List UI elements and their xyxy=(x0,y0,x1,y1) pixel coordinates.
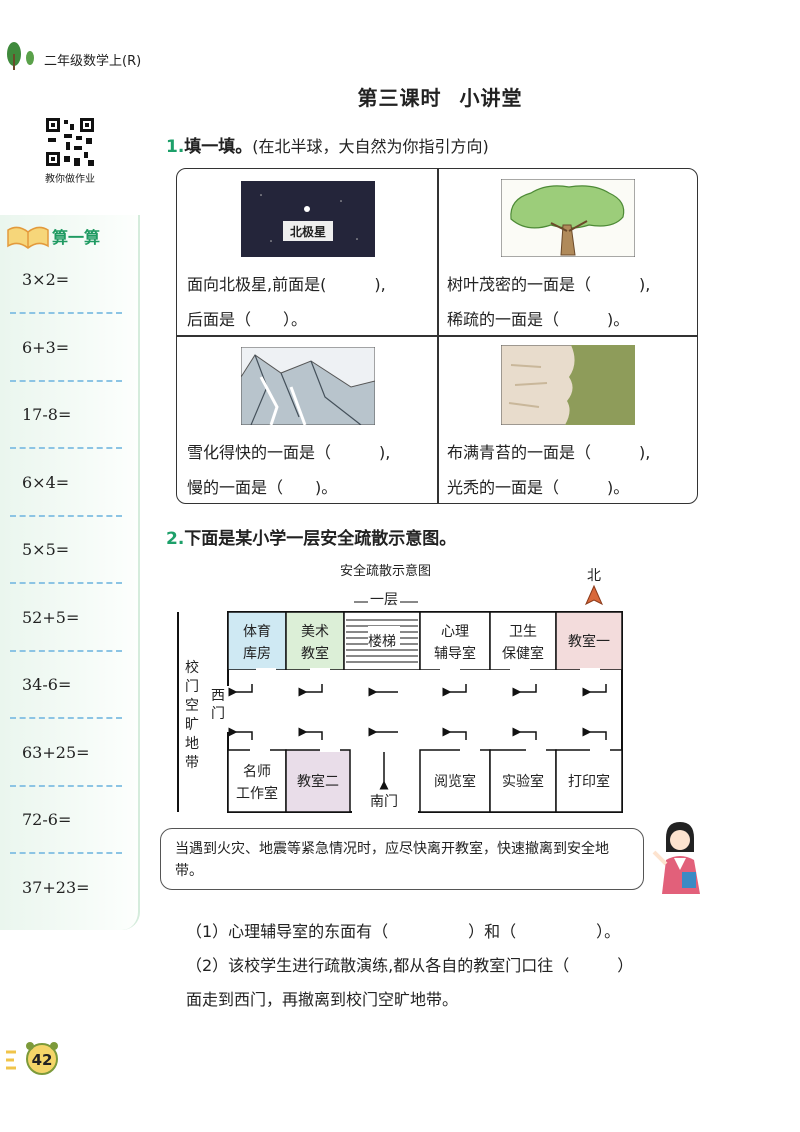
calc-separator xyxy=(10,852,122,854)
south-gate-label: 南门 xyxy=(370,794,398,810)
north-label: 北 xyxy=(587,568,601,584)
cell-3-line-2: 慢的一面是（ )。 xyxy=(187,478,338,497)
book-title: 二年级数学上(R) xyxy=(44,54,142,69)
map-title: 安全疏散示意图 xyxy=(340,564,432,579)
direction-grid: 北极星 面向北极星,前面是( ), 后面是（ ）。 树叶茂密的一面是（ ), 稀… xyxy=(176,168,698,504)
room-label: 保健室 xyxy=(502,645,544,662)
open-area-char: 空 xyxy=(185,698,199,714)
question-1-heading: 1.填一填。(在北半球，大自然为你指引方向) xyxy=(166,137,489,157)
open-area-char: 带 xyxy=(185,755,199,771)
cell-3-line-1: 雪化得快的一面是（ ), xyxy=(187,443,391,462)
west-gate-label: 西门 xyxy=(211,688,225,722)
snow-mountain-picture xyxy=(241,347,375,425)
room-label: 实验室 xyxy=(502,773,544,790)
open-area-char: 地 xyxy=(185,736,199,752)
calc-item: 6×4= xyxy=(22,472,70,492)
room-label: 打印室 xyxy=(568,773,610,790)
room-label: 体育 xyxy=(243,624,271,640)
polaris-picture: 北极星 xyxy=(241,181,375,257)
calc-item: 52+5= xyxy=(22,607,80,627)
west-gate-char: 西 xyxy=(211,688,225,704)
cell-4-line-1: 布满青苔的一面是（ ), xyxy=(447,443,651,462)
calc-separator xyxy=(10,649,122,652)
cell-1-line-2: 后面是（ ）。 xyxy=(187,310,308,329)
sidebar-heading: 算一算 xyxy=(52,228,101,247)
sub-question-2-line-2: 面走到西门，再撤离到校门空旷地带。 xyxy=(186,990,459,1009)
sub-question-1: （1）心理辅导室的东面有（ ）和（ ）。 xyxy=(186,922,621,941)
room-label: 名师 xyxy=(243,764,271,780)
room-label: 楼梯 xyxy=(368,634,396,650)
tree-leaf-icon xyxy=(7,42,34,70)
calc-separator xyxy=(10,717,122,719)
room-label: 教室二 xyxy=(297,773,339,790)
calc-separator xyxy=(10,784,122,787)
room-label: 辅导室 xyxy=(434,645,476,662)
page-title: 第三课时小讲堂 xyxy=(357,86,523,110)
calc-item: 63+25= xyxy=(22,742,90,762)
tree-picture xyxy=(501,179,635,257)
open-area-char: 旷 xyxy=(185,717,199,733)
page-number-badge: 42 xyxy=(6,1042,58,1075)
room-label: 库房 xyxy=(243,646,271,662)
calc-item: 5×5= xyxy=(22,540,70,559)
calc-item: 72-6= xyxy=(22,810,72,829)
calc-item: 3×2= xyxy=(22,270,70,289)
page-number: 42 xyxy=(32,1051,53,1069)
calc-item: 37+23= xyxy=(22,877,90,897)
calc-separator xyxy=(10,379,122,382)
open-area-char: 校 xyxy=(185,659,199,676)
sub-question-2-line-1: （2）该校学生进行疏散演练,都从各自的教室门口往（ ） xyxy=(186,956,634,975)
cell-2-line-2: 稀疏的一面是（ )。 xyxy=(447,310,630,329)
question-2-heading: 2.下面是某小学一层安全疏散示意图。 xyxy=(166,529,457,549)
calc-item: 17-8= xyxy=(22,405,72,424)
open-area-label: 校门空旷地带 xyxy=(185,659,199,771)
north-arrow-icon xyxy=(584,584,604,606)
calc-item: 6+3= xyxy=(22,337,70,357)
floor-label: 一层 xyxy=(370,592,398,608)
open-book-icon xyxy=(7,226,49,249)
polaris-label: 北极星 xyxy=(290,224,326,239)
room-label: 心理 xyxy=(441,624,469,640)
qr-caption: 教你做作业 xyxy=(45,174,95,185)
sidebar-panel xyxy=(0,215,140,930)
calc-separator xyxy=(10,447,122,449)
safety-note: 当遇到火灾、地震等紧急情况时，应尽快离开教室，快速撤离到安全地带。 xyxy=(160,828,644,890)
calc-separator xyxy=(10,312,122,314)
room-label: 教室一 xyxy=(568,633,610,650)
room-label: 工作室 xyxy=(236,785,278,802)
west-gate-char: 门 xyxy=(211,706,225,722)
evacuation-map: 北 一层 xyxy=(177,568,623,814)
qr-code-icon[interactable] xyxy=(44,116,96,168)
room-label: 教室 xyxy=(301,645,329,662)
calc-separator xyxy=(10,582,122,584)
moss-wall-picture xyxy=(501,345,635,425)
open-area-char: 门 xyxy=(185,679,199,695)
teacher-illustration xyxy=(652,822,700,894)
room-label: 阅览室 xyxy=(434,773,476,790)
cell-2-line-1: 树叶茂密的一面是（ ), xyxy=(447,275,651,294)
calc-separator xyxy=(10,514,122,517)
room-label: 美术 xyxy=(301,624,329,640)
cell-4-line-2: 光秃的一面是（ )。 xyxy=(447,478,630,497)
calc-item: 34-6= xyxy=(22,675,72,694)
room-label: 卫生 xyxy=(509,624,537,640)
cell-1-line-1: 面向北极星,前面是( ), xyxy=(187,275,386,294)
